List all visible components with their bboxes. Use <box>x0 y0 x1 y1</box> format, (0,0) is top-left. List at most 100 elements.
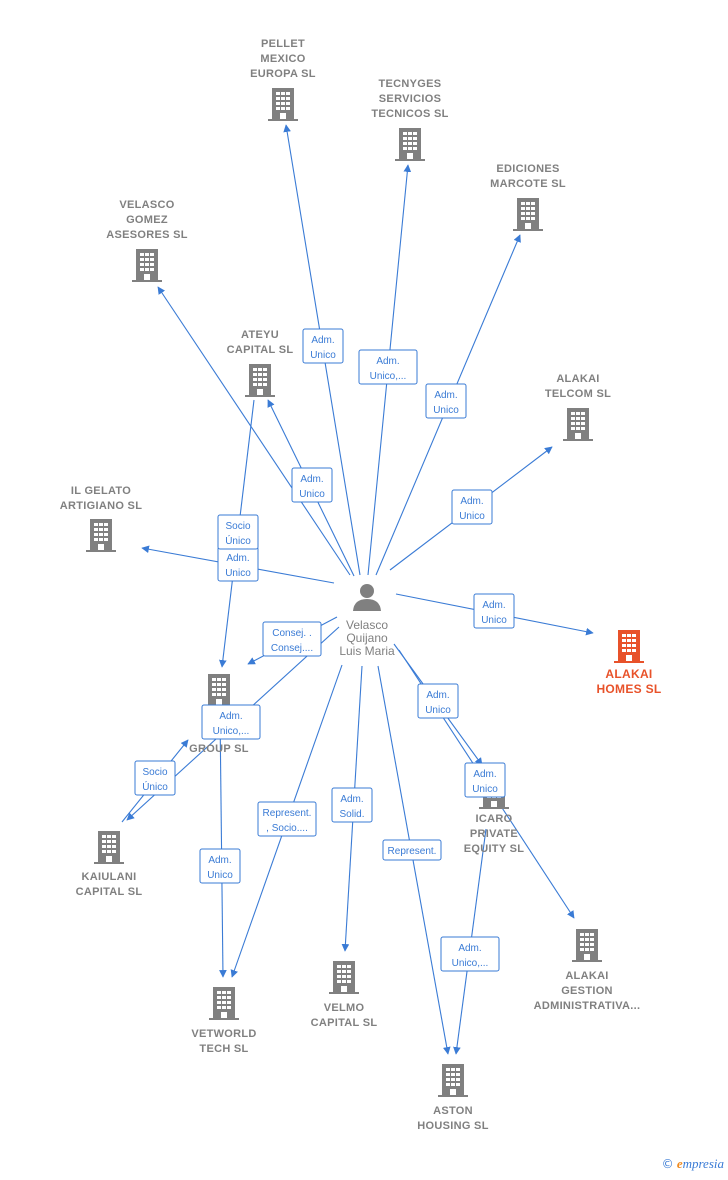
edge-label-text: Adm. <box>426 690 449 701</box>
edge-label-text: Adm. <box>340 794 363 805</box>
node-label-line: KAIULANI <box>82 871 137 883</box>
node-label-line: VELMO <box>324 1002 365 1014</box>
copyright-symbol: © <box>661 1157 674 1171</box>
edge-label-m_group[interactable]: Consej. .Consej.... <box>262 621 322 657</box>
edge-label-text: , Socio.... <box>266 823 308 834</box>
node-label-line: CAPITAL SL <box>227 344 294 356</box>
edge-label-text: Unico <box>481 615 507 626</box>
node-kaiulani[interactable]: KAIULANI CAPITAL SL <box>76 831 143 898</box>
edge-label-velmo[interactable]: Adm.Solid. <box>331 787 373 823</box>
edge-label-text: Unico,... <box>370 371 407 382</box>
edge-label-alakai_telcom[interactable]: Adm. Unico <box>451 489 493 525</box>
edge-label-ediciones[interactable]: Adm.Unico <box>425 383 467 419</box>
person-icon <box>353 584 381 611</box>
building-icon <box>132 249 162 282</box>
edge-label-kaiulani[interactable]: Adm. Unico,... <box>201 704 261 740</box>
building-icon <box>94 831 124 864</box>
edge-label-text: Adm. <box>376 356 399 367</box>
edge-label-vetworld[interactable]: Represent., Socio.... <box>257 801 317 837</box>
edge-label-text: Adm. <box>300 474 323 485</box>
edge-label-ateyu[interactable]: Adm.Unico <box>291 467 333 503</box>
edge-label-box <box>291 467 333 503</box>
edge-label-text: Consej.... <box>271 643 313 654</box>
node-il-gelato[interactable]: IL GELATO ARTIGIANO SL <box>60 485 142 552</box>
edge-label-text: Único <box>225 534 251 547</box>
node-label-line: ARTIGIANO SL <box>60 500 142 512</box>
node-label-line: ASESORES SL <box>106 229 188 241</box>
edge-label-aston[interactable]: Adm. Unico,... <box>440 936 500 972</box>
building-icon <box>329 961 359 994</box>
edge-label-text: Unico <box>459 511 485 522</box>
node-label-line: VETWORLD <box>191 1028 256 1040</box>
edge-label-vetworld[interactable]: Adm. Unico <box>199 848 241 884</box>
edge-label-text: Adm. <box>226 553 249 564</box>
node-label-line: TECNYGES <box>379 78 442 90</box>
node-label-line: Quijano <box>346 631 388 645</box>
node-label-line: GESTION <box>561 985 613 997</box>
edge-label-text: Unico,... <box>452 958 489 969</box>
edge-label-text: Socio <box>142 767 167 778</box>
edge-label-alakai_homes[interactable]: Adm. Unico <box>473 593 515 629</box>
edge-label-box <box>417 683 459 719</box>
edge-labels-layer: Adm.UnicoAdm.Unico,...Adm.UnicoAdm.Unico… <box>134 328 515 972</box>
node-label-line: ATEYU <box>241 329 279 341</box>
node-vetworld[interactable]: VETWORLD TECH SL <box>191 987 256 1055</box>
node-ateyu[interactable]: ATEYU CAPITAL SL <box>227 329 294 397</box>
edge-label-box <box>217 514 259 550</box>
edge-label-il_gelato[interactable]: Adm.Unico <box>217 546 259 582</box>
edge-label-tecnyges[interactable]: Adm. Unico,... <box>358 349 418 385</box>
edge-label-text: Unico <box>310 350 336 361</box>
node-label-line: Velasco <box>346 618 388 632</box>
edge-label-text: Adm. <box>473 769 496 780</box>
edge-label-text: Adm. <box>460 496 483 507</box>
edge-label-text: Represent. <box>388 846 437 857</box>
edge-label-pellet[interactable]: Adm.Unico <box>302 328 344 364</box>
edge-m_group-to-vetworld <box>219 711 227 978</box>
node-label-line: CAPITAL SL <box>76 886 143 898</box>
node-label-line: GOMEZ <box>126 214 168 226</box>
edge-label-text: Adm. <box>458 943 481 954</box>
building-icon <box>614 630 644 663</box>
edge-label-alakai_gestion[interactable]: Adm. Unico <box>464 762 506 798</box>
node-label-line: VELASCO <box>119 199 174 211</box>
edge-label-text: Unico <box>472 784 498 795</box>
node-label-line: ICARO <box>476 813 513 825</box>
node-label-line: TELCOM SL <box>545 388 611 400</box>
edge-label-box <box>425 383 467 419</box>
edge-label-text: Adm. <box>208 855 231 866</box>
node-label-line: PRIVATE <box>470 828 518 840</box>
edge-label-text: Unico,... <box>213 726 250 737</box>
node-label-line: TECH SL <box>199 1043 248 1055</box>
node-velasco-gomez[interactable]: VELASCO GOMEZ ASESORES SL <box>106 199 188 282</box>
node-label-line: SERVICIOS <box>379 93 441 105</box>
building-icon <box>204 674 234 707</box>
edge-label-aston[interactable]: Represent. <box>382 839 442 861</box>
node-alakai-gestion[interactable]: ALAKAI GESTION ADMINISTRATIVA... <box>534 929 641 1012</box>
edge-label-text: Adm. <box>219 711 242 722</box>
edge-label-icaro[interactable]: Adm.Unico <box>417 683 459 719</box>
node-label-line: HOMES SL <box>596 682 661 696</box>
brand-footer[interactable]: © empresia <box>662 1156 724 1172</box>
edge-label-text: Adm. <box>482 600 505 611</box>
node-label-line: ALAKAI <box>565 970 608 982</box>
node-label-line: ALAKAI <box>605 667 652 681</box>
node-label-line: ASTON <box>433 1105 473 1117</box>
node-label-line: IL GELATO <box>71 485 131 497</box>
building-icon <box>395 128 425 161</box>
node-label-line: ADMINISTRATIVA... <box>534 1000 641 1012</box>
edge-label-text: Unico <box>207 870 233 881</box>
building-icon <box>245 364 275 397</box>
edge-label-text: Adm. <box>434 390 457 401</box>
